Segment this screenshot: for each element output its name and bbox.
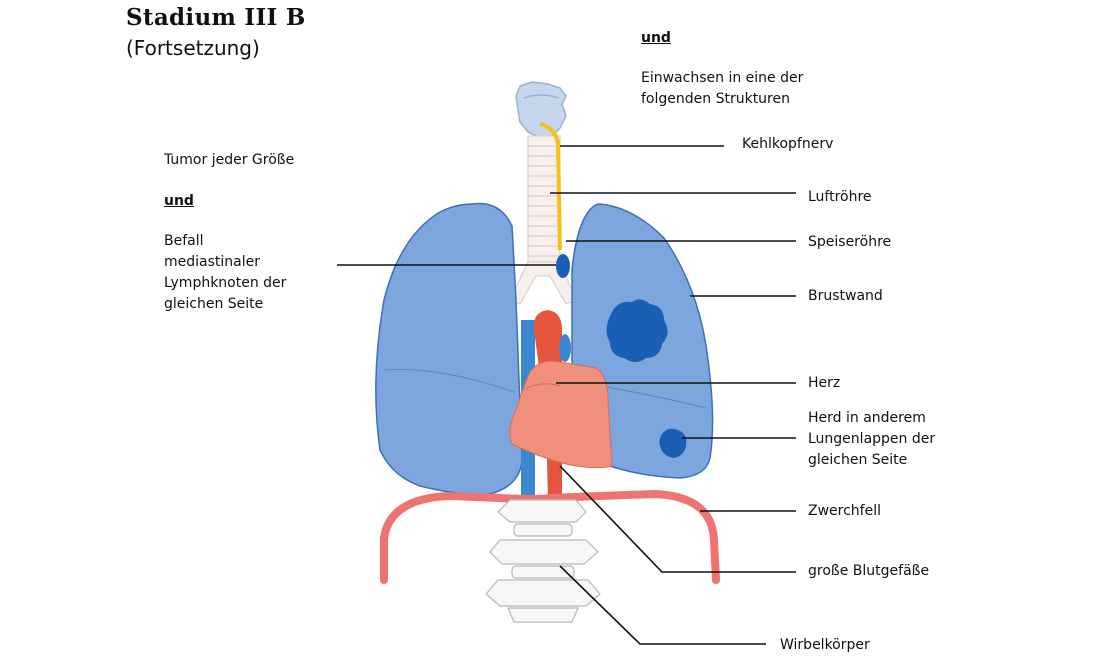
page-subtitle: (Fortsetzung) — [126, 36, 260, 60]
laryngeal-nerve — [539, 122, 562, 251]
esophagus-node — [556, 254, 570, 278]
heart-detail — [523, 383, 561, 391]
einwachsen-text: Einwachsen in eine der folgenden Struktu… — [641, 68, 803, 110]
left-lung-fissure — [383, 369, 515, 393]
label-wirbelkoerper: Wirbelkörper — [780, 637, 870, 653]
befall-text: Befall mediastinaler Lymphknoten der gle… — [164, 231, 286, 315]
tumor-size-text: Tumor jeder Größe — [164, 152, 295, 168]
secondary-tumor — [659, 428, 687, 458]
befall-line: Lymphknoten der — [164, 275, 287, 291]
leader-lines — [337, 145, 796, 645]
right-und-text: und — [641, 30, 671, 46]
befall-line: mediastinaler — [164, 254, 260, 270]
herd-line: gleichen Seite — [808, 452, 908, 468]
einwachsen-line: Einwachsen in eine der — [641, 70, 804, 86]
diaphragm — [380, 489, 720, 584]
leader-blutgefaesse — [559, 465, 796, 573]
page-title: Stadium III B — [126, 4, 306, 31]
label-zwerchfell: Zwerchfell — [808, 503, 881, 519]
label-speiseroehre: Speiseröhre — [808, 234, 892, 250]
label-brustwand: Brustwand — [808, 288, 883, 304]
herd-line: Lungenlappen der — [808, 431, 936, 447]
leader-wirbelkoerper — [559, 565, 766, 645]
label-herd: Herd in anderem Lungenlappen der gleiche… — [808, 408, 935, 471]
vertebrae — [485, 499, 601, 623]
trachea — [509, 135, 577, 305]
left-lung — [375, 202, 523, 496]
larynx — [515, 81, 567, 139]
primary-tumor — [606, 299, 668, 362]
label-blutgefaesse: große Blutgefäße — [808, 563, 930, 579]
label-herz: Herz — [808, 375, 841, 391]
label-kehlkopfnerv: Kehlkopfnerv — [742, 136, 834, 152]
befall-line: gleichen Seite — [164, 296, 264, 312]
herd-line: Herd in anderem — [808, 410, 926, 426]
pulmonary-vessel — [559, 334, 571, 362]
label-luftroehre: Luftröhre — [808, 189, 872, 205]
befall-line: Befall — [164, 233, 204, 249]
left-und-text: und — [164, 193, 194, 209]
heart — [509, 360, 613, 469]
einwachsen-line: folgenden Strukturen — [641, 91, 790, 107]
